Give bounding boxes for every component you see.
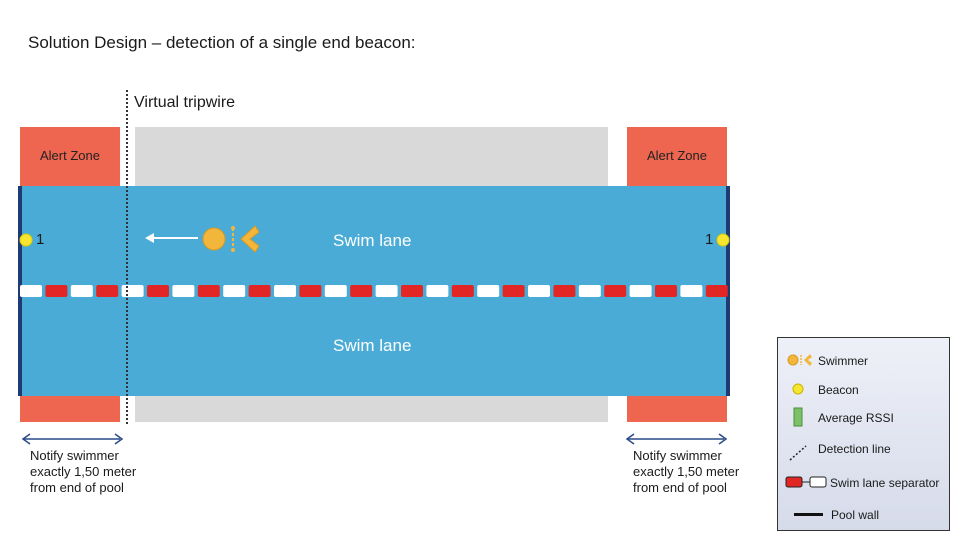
swim-lane-separator [20, 285, 728, 297]
separator-float [96, 285, 119, 297]
separator-float [426, 285, 449, 297]
page-title: Solution Design – detection of a single … [28, 33, 416, 52]
separator-float [45, 285, 68, 297]
alert-zone-bottom-right [627, 396, 727, 422]
pool-wall-right [726, 186, 730, 396]
legend-detection-line-icon [789, 445, 807, 461]
separator-float [248, 285, 271, 297]
swimmer-icon [202, 225, 260, 253]
separator-float [324, 285, 347, 297]
beacon-left [19, 233, 33, 247]
beacon-right [716, 233, 730, 247]
separator-float [375, 285, 398, 297]
separator-float [655, 285, 677, 297]
alert-zone-left-label-box: Alert Zone [20, 148, 120, 163]
legend-separator-label: Swim lane separator [830, 476, 940, 490]
alert-zone-bottom-left [20, 396, 120, 422]
alert-zone-right-label-box: Alert Zone [627, 148, 727, 163]
legend-swimmer-icon [787, 354, 812, 366]
separator-float [121, 285, 144, 297]
legend-rssi-label: Average RSSI [818, 411, 894, 425]
separator-float [502, 285, 525, 297]
beacon-left-number: 1 [36, 231, 45, 248]
separator-float [197, 285, 220, 297]
separator-float [401, 285, 423, 297]
separator-float [680, 285, 703, 297]
legend-symbols [785, 354, 827, 516]
swim-lane-bottom-label: Swim lane [333, 336, 412, 355]
separator-float [223, 285, 246, 297]
separator-float [578, 285, 601, 297]
separator-float [70, 285, 93, 297]
separator-float [147, 285, 169, 297]
beacon-right-number: 1 [705, 231, 714, 248]
separator-float [705, 285, 728, 297]
swimmer-direction-arrow [145, 233, 198, 243]
legend-swimmer-label: Swimmer [818, 354, 868, 368]
separator-float [172, 285, 195, 297]
separator-float [528, 285, 550, 297]
separator-float [629, 285, 652, 297]
separator-float [350, 285, 373, 297]
alert-zone-left-label: Alert Zone [40, 148, 100, 163]
separator-float [477, 285, 500, 297]
notify-note-left: Notify swimmer exactly 1,50 meter from e… [30, 448, 137, 495]
swim-lane-top-label: Swim lane [333, 231, 412, 250]
legend-separator-icon [785, 476, 827, 488]
legend-detection-label: Detection line [818, 442, 891, 456]
separator-float [451, 285, 474, 297]
alert-zone-top-left [20, 127, 120, 187]
notify-range-arrow-left [21, 433, 124, 445]
legend-pool-wall-label: Pool wall [831, 508, 880, 522]
separator-float [20, 285, 42, 297]
alert-zone-right-label: Alert Zone [647, 148, 707, 163]
notify-note-right: Notify swimmer exactly 1,50 meter from e… [633, 448, 740, 495]
separator-float [553, 285, 576, 297]
separator-float [604, 285, 627, 297]
legend-beacon-icon [792, 383, 804, 395]
legend-pool-wall-icon [794, 513, 823, 516]
legend-rssi-icon [793, 407, 803, 427]
legend-beacon-label: Beacon [818, 383, 859, 397]
legend: Swimmer Beacon Average RSSI Detection li… [777, 337, 950, 531]
separator-float [274, 285, 296, 297]
separator-float [299, 285, 322, 297]
virtual-tripwire-label: Virtual tripwire [134, 94, 236, 111]
alert-zone-top-right [627, 127, 727, 187]
notify-range-arrow-right [625, 433, 728, 445]
